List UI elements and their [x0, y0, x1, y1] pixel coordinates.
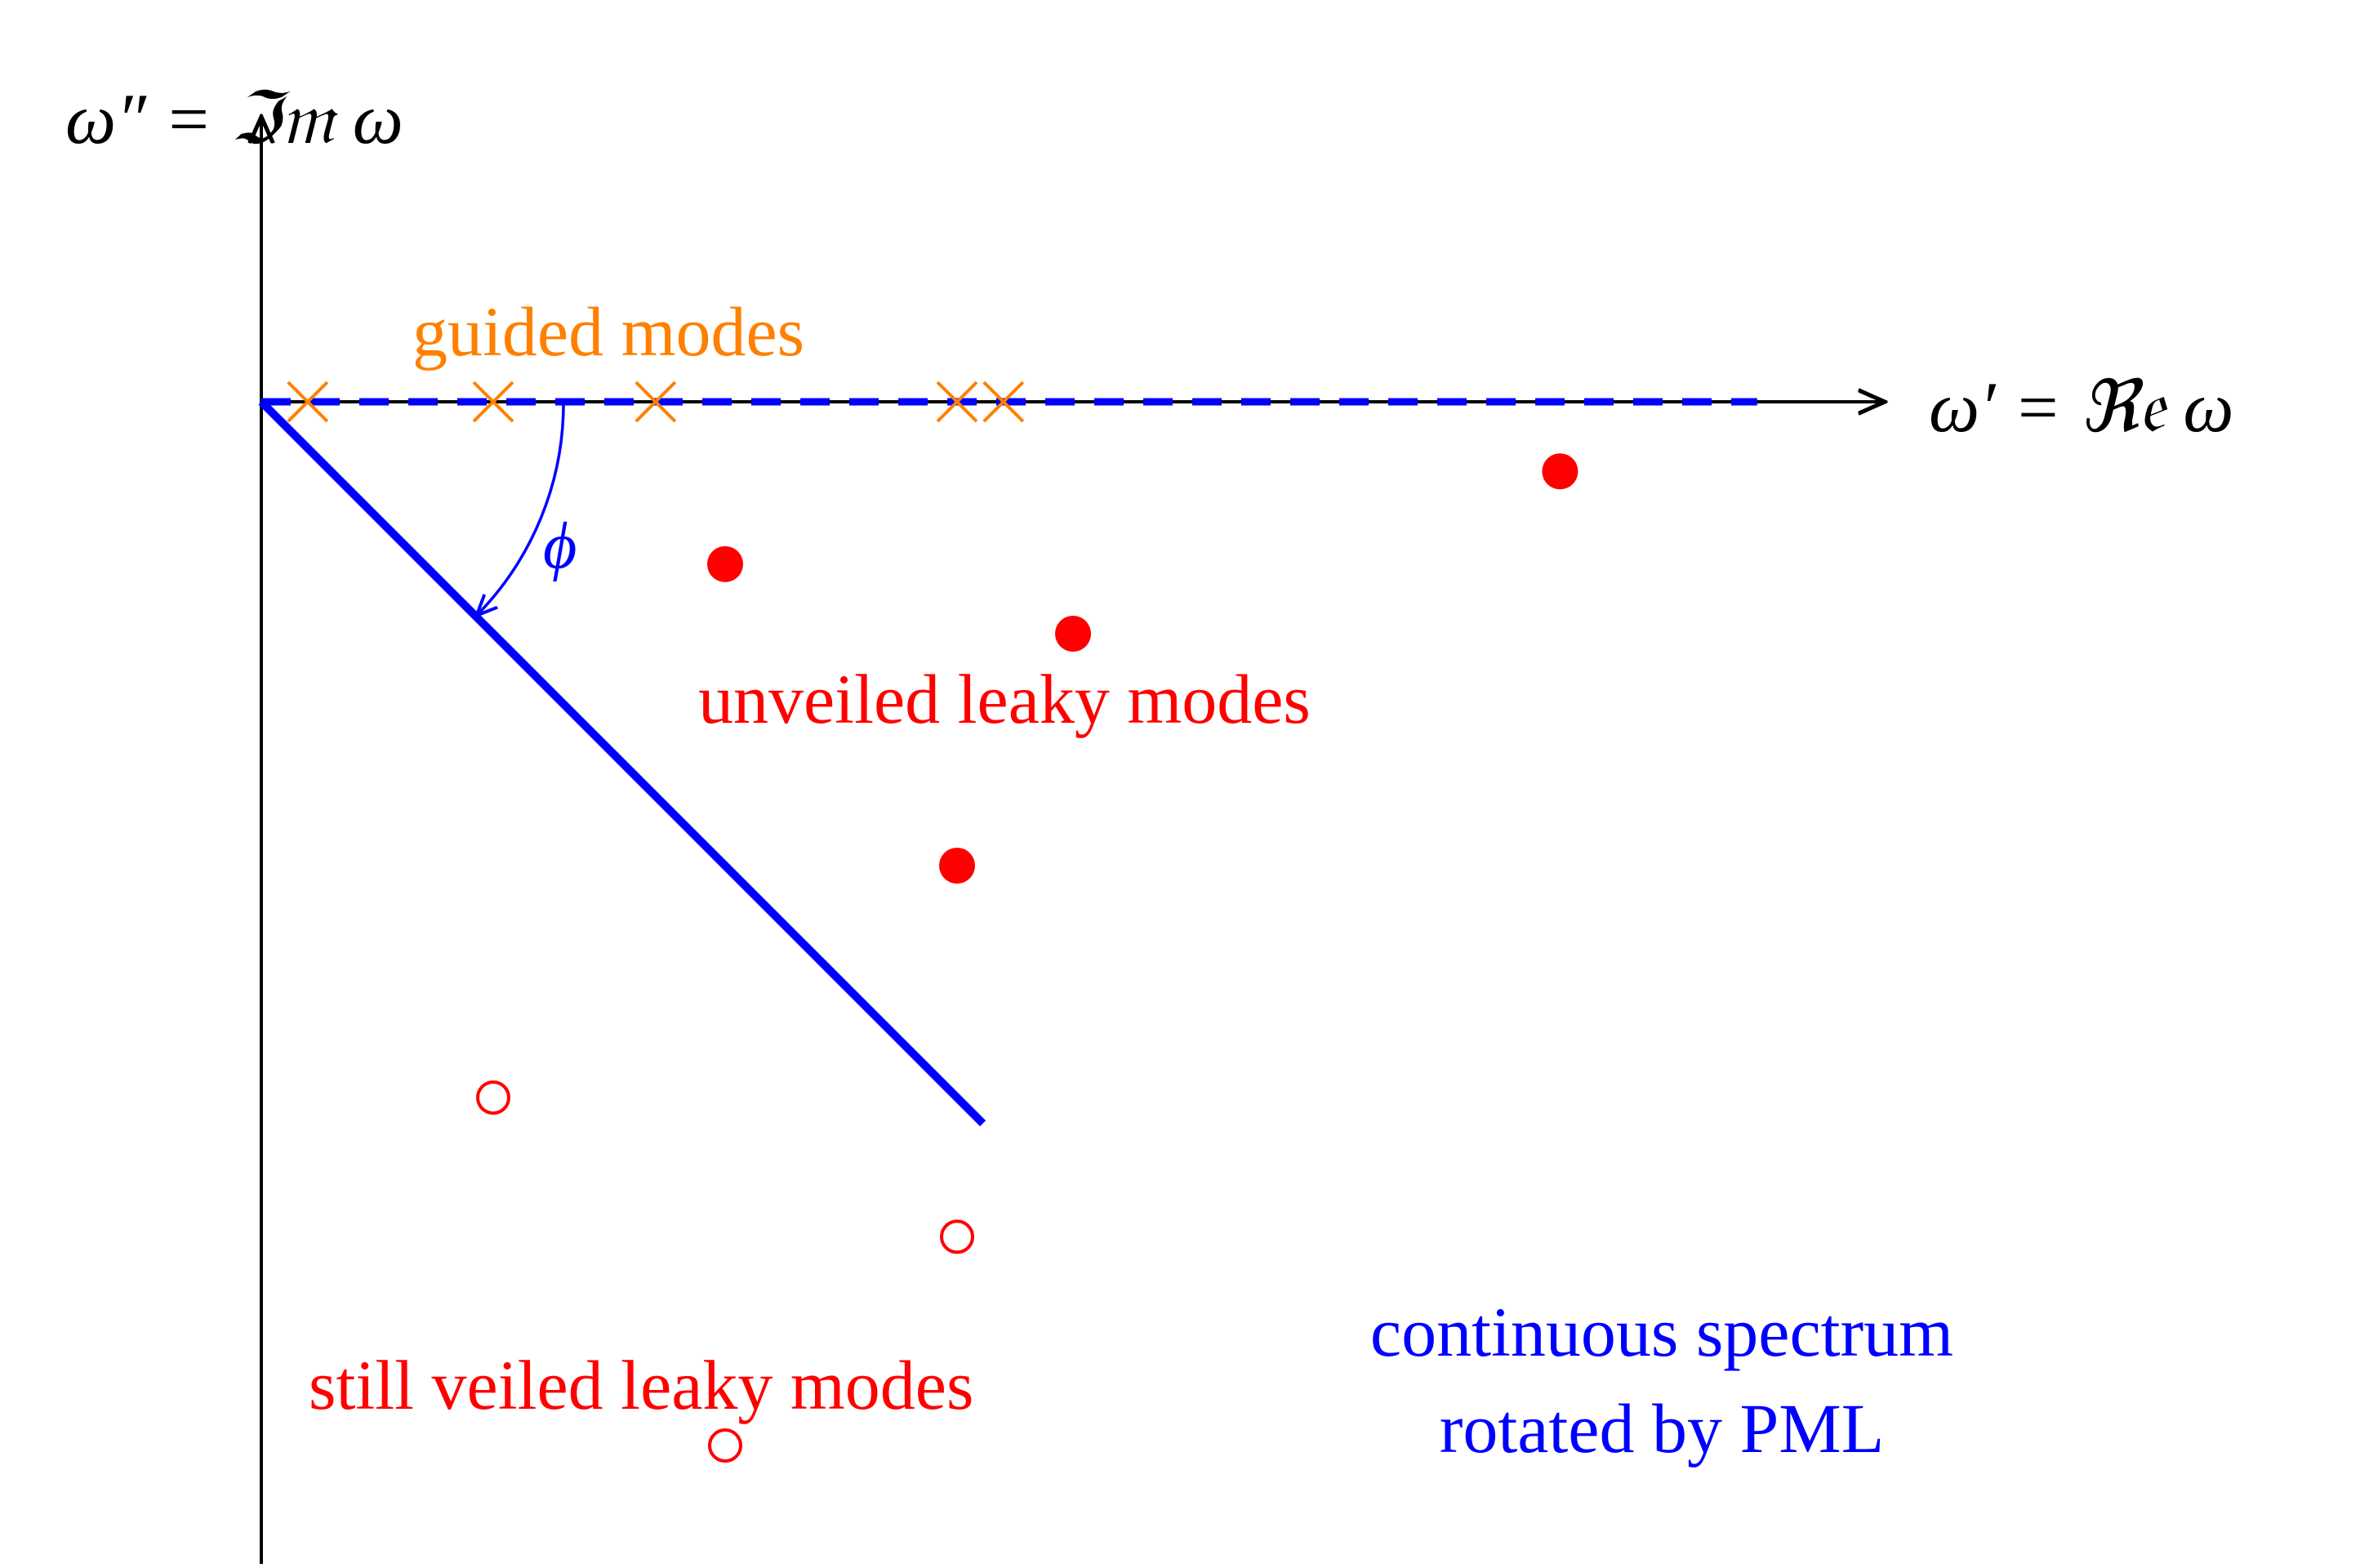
guided-mode-cross-icon	[982, 381, 1025, 423]
unveiled-leaky-mode-point	[707, 546, 743, 582]
guided-mode-cross-icon	[936, 381, 978, 423]
continuous-spectrum-label-line2: rotated by PML	[1440, 1389, 1885, 1468]
guided-mode-cross-icon	[635, 381, 677, 423]
continuous-spectrum-label-line1: continuous spectrum	[1370, 1293, 1953, 1371]
unveiled-leaky-modes-label: unveiled leaky modes	[698, 660, 1311, 738]
continuous-spectrum-rotated-line	[258, 399, 986, 1127]
still-veiled-leaky-modes	[476, 1080, 974, 1463]
still-veiled-leaky-mode-point	[476, 1080, 510, 1115]
unveiled-leaky-mode-point	[1055, 616, 1091, 652]
still-veiled-leaky-mode-point	[708, 1428, 742, 1463]
continuous-spectrum	[258, 398, 1757, 1127]
guided-mode-cross-icon	[287, 381, 329, 423]
guided-modes	[287, 381, 1025, 423]
rotation-angle-label: ϕ	[543, 510, 577, 582]
unveiled-leaky-mode-point	[939, 848, 975, 884]
still-veiled-leaky-mode-point	[940, 1219, 974, 1254]
still-veiled-leaky-modes-label: still veiled leaky modes	[309, 1346, 973, 1424]
rotation-angle-arc	[477, 401, 565, 616]
guided-modes-label: guided modes	[412, 292, 804, 371]
guided-mode-cross-icon	[472, 381, 514, 423]
y-axis-label: ω″ = ℑ𝔪 ω	[65, 80, 403, 159]
x-axis-label: ω′ = ℜ𝔢 ω	[1929, 368, 2234, 448]
unveiled-leaky-mode-point	[1542, 453, 1579, 490]
unveiled-leaky-modes	[707, 453, 1579, 884]
